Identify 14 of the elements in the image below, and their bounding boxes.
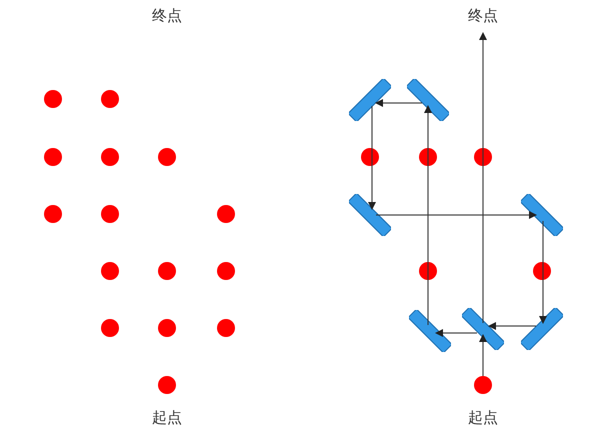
dot xyxy=(474,376,492,394)
light-ray xyxy=(435,329,478,337)
light-ray xyxy=(539,220,547,324)
light-ray xyxy=(488,322,536,330)
light-ray xyxy=(479,32,487,324)
light-ray xyxy=(375,99,422,107)
light-ray xyxy=(424,105,432,326)
end-label: 终点 xyxy=(468,6,498,26)
light-ray xyxy=(368,106,376,210)
start-label: 起点 xyxy=(152,408,182,428)
start-label: 起点 xyxy=(468,408,498,428)
light-ray xyxy=(479,334,487,376)
light-ray xyxy=(376,211,537,219)
end-label: 终点 xyxy=(152,6,182,26)
